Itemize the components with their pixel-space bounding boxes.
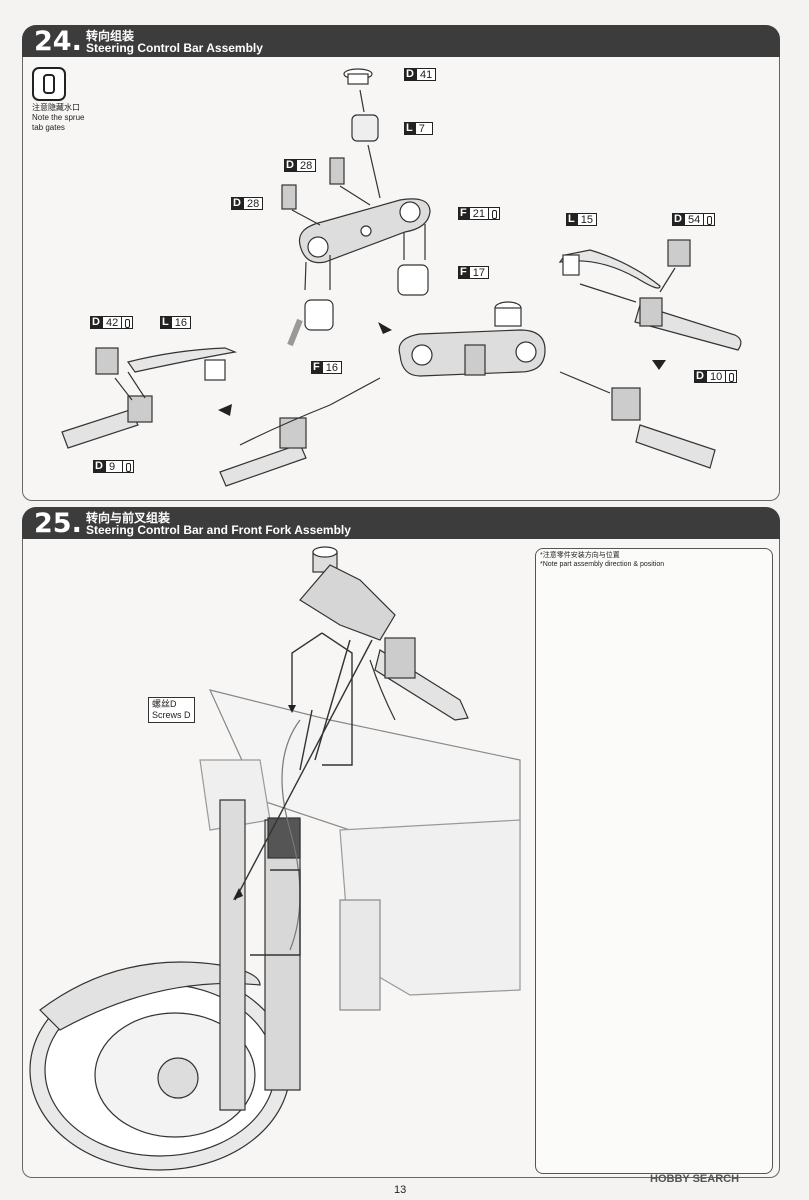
step-title-en: Steering Control Bar and Front Fork Asse…	[86, 523, 351, 537]
sprue-gate-icon	[704, 213, 716, 226]
sprue-gate-icon	[726, 370, 738, 383]
sprue-gate-icon	[488, 207, 500, 220]
step-title-en: Steering Control Bar Assembly	[86, 41, 263, 55]
sprue-gate-icon	[122, 460, 134, 473]
screws-d-label-en: Screws D	[152, 710, 191, 720]
inset-note: *注意零件安装方向与位置 *Note part assembly directi…	[540, 551, 664, 569]
inset-note-cn: *注意零件安装方向与位置	[540, 552, 620, 559]
sprue-note: 注意隐藏水口 Note the sprue tab gates	[32, 103, 84, 133]
direction-inset	[535, 548, 773, 1174]
screws-d-label: 螺丝D Screws D	[148, 697, 195, 723]
sprue-note-en-2: tab gates	[32, 123, 65, 132]
screws-d-label-cn: 螺丝D	[152, 699, 177, 709]
step-25-header: 25. 转向与前叉组装 Steering Control Bar and Fro…	[22, 507, 780, 539]
inset-note-en: *Note part assembly direction & position	[540, 561, 665, 568]
sprue-gate-icon	[32, 67, 66, 101]
sprue-note-cn: 注意隐藏水口	[32, 103, 80, 112]
step-title-cn: 转向组装	[86, 29, 135, 43]
step-24-header: 24. 转向组装 Steering Control Bar Assembly	[22, 25, 780, 57]
sprue-note-en-1: Note the sprue	[32, 113, 85, 122]
page-number: 13	[394, 1184, 407, 1196]
step-title-cn: 转向与前叉组装	[86, 511, 171, 525]
step-number: 25.	[34, 508, 82, 539]
step-number: 24.	[34, 26, 82, 57]
watermark: HOBBY SEARCH	[650, 1173, 740, 1185]
sprue-gate-icon	[122, 316, 134, 329]
